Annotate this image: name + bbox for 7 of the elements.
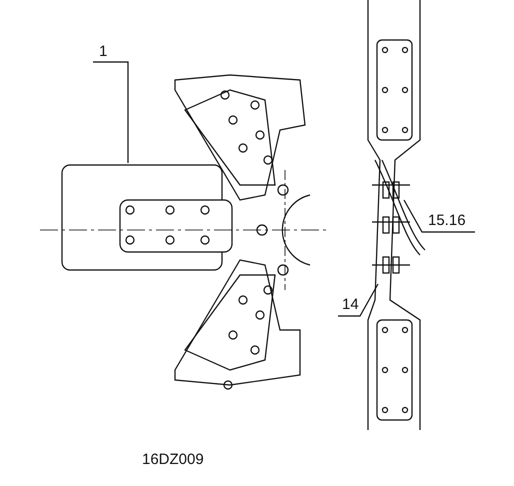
leader-line: [403, 200, 475, 233]
callout-number: 1: [99, 44, 108, 59]
callout-number: 15.16: [428, 213, 466, 228]
leader-line: [93, 61, 129, 163]
drawing-number: 16DZ009: [142, 452, 204, 467]
callout-number: 14: [342, 297, 359, 312]
leader-line: [338, 284, 379, 317]
